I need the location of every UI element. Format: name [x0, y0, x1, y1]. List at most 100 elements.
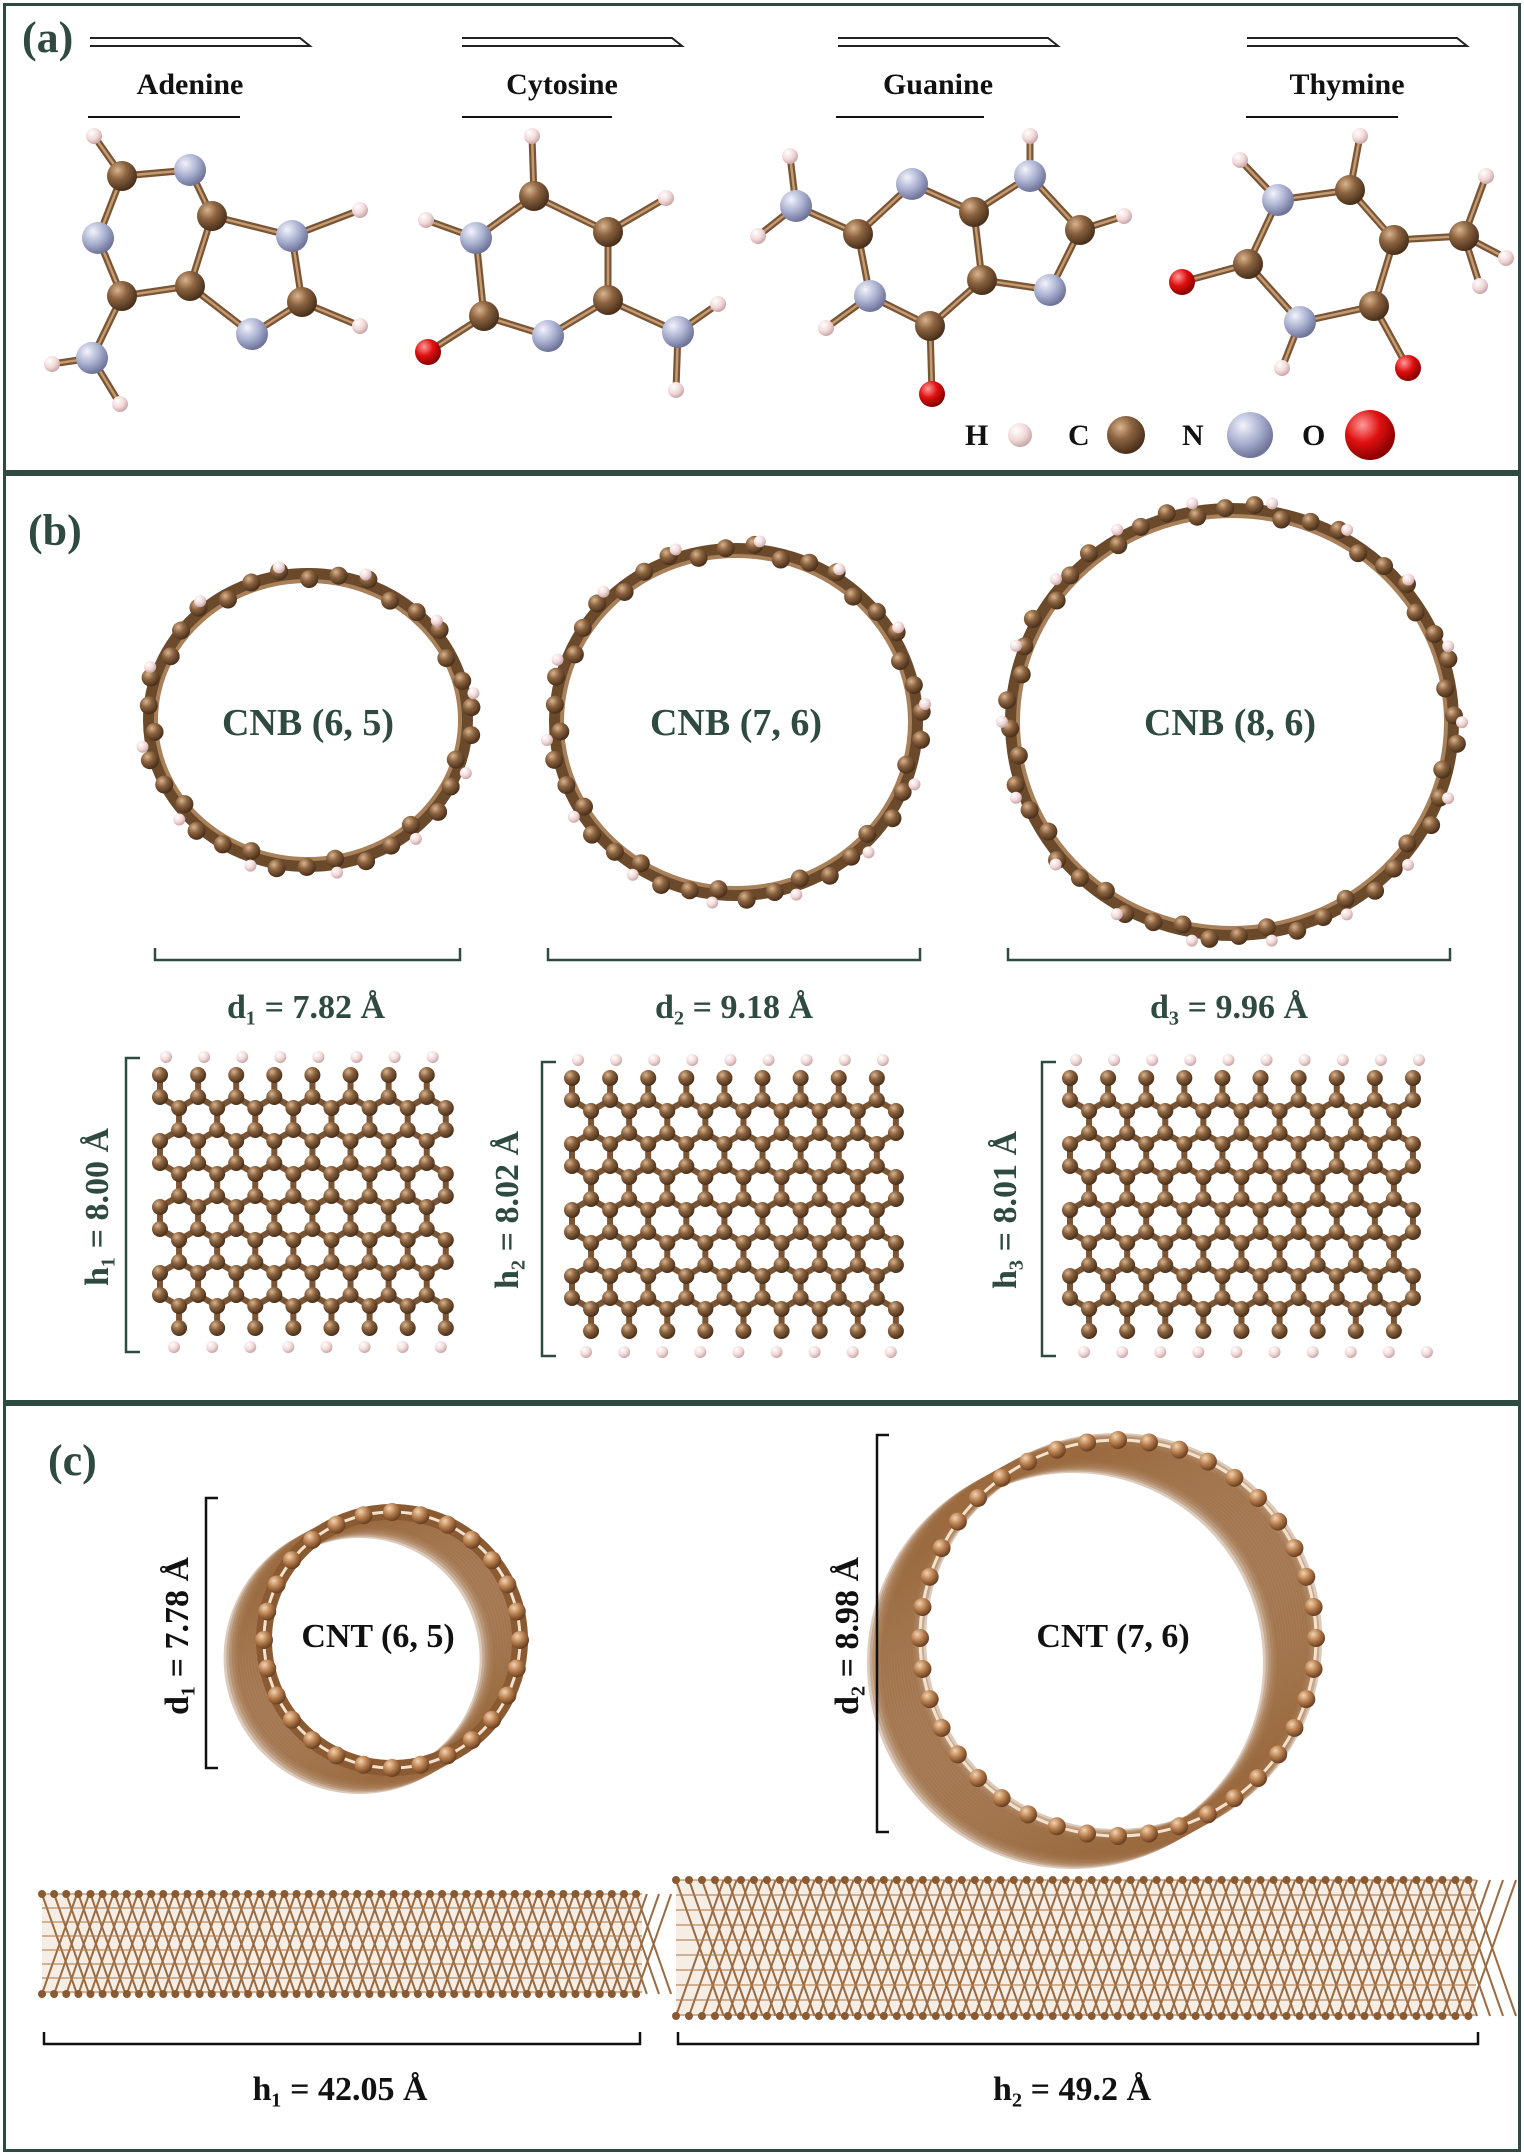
lattice-atom [361, 1188, 378, 1204]
belt-atom [912, 730, 931, 749]
belt-hydrogen [173, 813, 186, 826]
lattice-atom [564, 1158, 580, 1174]
lattice-atom [1062, 1092, 1078, 1108]
lattice-atom [1176, 1224, 1193, 1240]
lattice-atom [754, 1092, 771, 1108]
tube-atom [267, 1575, 286, 1594]
lattice-atom [811, 1257, 828, 1273]
belt-atom [737, 890, 756, 909]
lattice-atom [1119, 1191, 1136, 1207]
tube-atom [1198, 1452, 1217, 1471]
lattice-atom [323, 1298, 340, 1314]
belt-atom [652, 875, 671, 894]
belt-atom [680, 881, 699, 900]
lattice-atom [228, 1067, 245, 1083]
lattice-atom [602, 1290, 619, 1306]
lattice-atom [773, 1169, 790, 1185]
lattice-atom [1252, 1290, 1269, 1306]
edge-hydrogen [1336, 1054, 1349, 1066]
atom-c [1449, 221, 1479, 251]
lattice-atom [190, 1287, 207, 1303]
cnb-6-5-diameter: d₁ = 7.82 Å [227, 989, 385, 1026]
tube-atom [1078, 1824, 1097, 1843]
lattice-atom [1271, 1235, 1288, 1251]
belt-hydrogen [1341, 523, 1354, 536]
lattice-atom [868, 1136, 885, 1152]
belt-atom [300, 570, 319, 589]
belt-atom [1349, 544, 1368, 563]
belt-atom [605, 842, 624, 861]
lattice-atom [697, 1257, 714, 1273]
lattice-atom [323, 1122, 340, 1138]
lattice-atom [1195, 1103, 1212, 1119]
lattice-atom [1195, 1191, 1212, 1207]
cnb-8-6-ring [996, 496, 1468, 948]
belt-atom [1039, 822, 1058, 841]
molecule-name-guanine: Guanine [883, 68, 993, 101]
cnt-6-5-length: h₁ = 42.05 Å [252, 2071, 427, 2108]
lattice-atom [190, 1133, 207, 1149]
molecule-name-adenine: Adenine [137, 68, 244, 101]
lattice-atom [754, 1202, 771, 1218]
belt-atom [790, 869, 809, 888]
lattice-atom [621, 1257, 638, 1273]
atom-n [174, 154, 206, 186]
lattice-atom [792, 1092, 809, 1108]
lattice-atom [361, 1298, 378, 1314]
lattice-atom [830, 1158, 847, 1174]
edge-hydrogen [808, 1346, 821, 1358]
lattice-atom [152, 1265, 168, 1281]
belt-atom [329, 566, 348, 585]
lattice-atom [583, 1257, 600, 1273]
belt-atom [297, 857, 316, 876]
belt-hydrogen [1402, 573, 1415, 586]
lattice-atom [1176, 1158, 1193, 1174]
lattice-atom [1119, 1323, 1136, 1339]
belt-atom [1257, 918, 1276, 937]
lattice-atom [716, 1268, 733, 1284]
edge-hydrogen [312, 1051, 325, 1063]
lattice-atom [285, 1188, 302, 1204]
edge-hydrogen [618, 1346, 631, 1358]
belt-atom [441, 777, 460, 796]
lattice-atom [1366, 1268, 1383, 1284]
tube-atom [511, 1631, 529, 1649]
edge-hydrogen [686, 1054, 699, 1066]
lattice-atom [304, 1287, 321, 1303]
lattice-atom [190, 1199, 207, 1215]
lattice-atom [754, 1268, 771, 1284]
tube-atom [303, 1731, 322, 1750]
lattice-atom [1347, 1125, 1364, 1141]
atom-h [86, 128, 102, 144]
atom-h [782, 148, 798, 164]
atom-n [532, 320, 564, 352]
lattice-atom [380, 1265, 397, 1281]
lattice-atom [1157, 1103, 1174, 1119]
lattice-atom [171, 1254, 188, 1270]
lattice-atom [1062, 1158, 1078, 1174]
lattice-atom [152, 1199, 168, 1215]
cnb-8-6-name: CNB (8, 6) [1144, 702, 1316, 744]
edge-hydrogen [1382, 1346, 1395, 1358]
atom-h [658, 190, 674, 206]
lattice-atom [304, 1265, 321, 1281]
edge-hydrogen [282, 1341, 295, 1353]
lattice-atom [1347, 1301, 1364, 1317]
tube-atom [1307, 1629, 1325, 1647]
lattice-atom [887, 1191, 904, 1207]
tube-atom [920, 1690, 939, 1709]
lattice-atom [1309, 1257, 1326, 1273]
lattice-atom [830, 1202, 847, 1218]
belt-atom [1245, 496, 1264, 515]
belt-atom [1216, 499, 1235, 518]
belt-hydrogen [892, 621, 905, 634]
atom-h [1116, 208, 1132, 224]
belt-atom [844, 587, 863, 606]
edge-hydrogen [396, 1341, 409, 1353]
belt-hydrogen [1186, 497, 1199, 510]
tube-atom [303, 1530, 322, 1549]
molecule-name-cytosine: Cytosine [506, 68, 618, 101]
belt-atom [1200, 929, 1219, 948]
belt-atom [573, 618, 592, 637]
belt-atom [631, 854, 650, 873]
